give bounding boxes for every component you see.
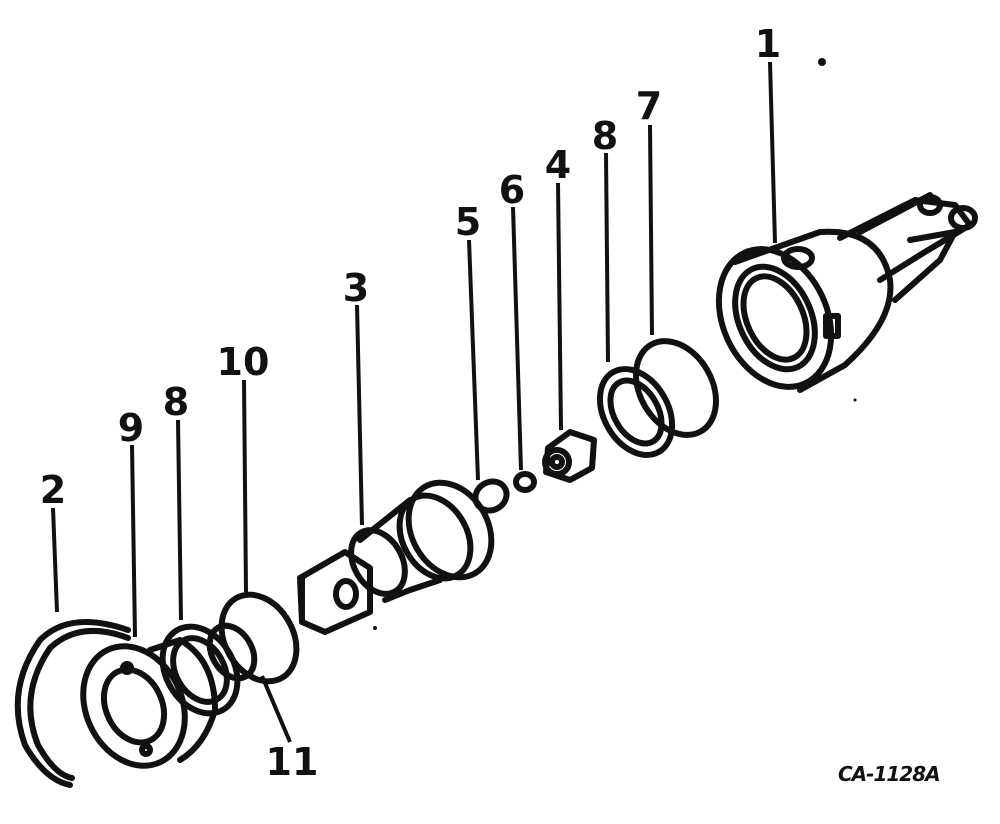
callout-part-9: 9 [117, 406, 145, 450]
callout-part-5: 5 [454, 200, 482, 244]
part-5-ring [472, 478, 510, 514]
callout-part-11: 11 [265, 740, 319, 784]
part-6-small-ring [513, 471, 537, 493]
part-2-snap-ring [14, 619, 131, 788]
callout-part-3: 3 [342, 266, 370, 310]
part-4-nut [542, 429, 597, 483]
drawing-code: CA-1128A [838, 762, 941, 786]
part-1-housing [715, 192, 978, 393]
scan-speck [373, 626, 377, 630]
callout-part-4: 4 [544, 143, 572, 187]
callout-part-6: 6 [498, 168, 526, 212]
callout-part-8-lower: 8 [162, 380, 190, 424]
callout-part-8-upper: 8 [591, 114, 619, 158]
part-9-gland [80, 637, 218, 769]
callout-part-7: 7 [635, 84, 663, 128]
scan-speck [818, 58, 826, 66]
part-7-ring [633, 338, 719, 438]
part-8-upper-ring [596, 366, 676, 458]
callout-part-2: 2 [39, 468, 67, 512]
part-3-shaft [297, 479, 495, 635]
callout-part-10: 10 [216, 340, 270, 384]
leader-lines [51, 61, 777, 743]
callout-part-1: 1 [754, 22, 782, 66]
part-11-ring [206, 622, 258, 682]
scan-speck [853, 398, 857, 402]
part-10-ring [218, 591, 300, 685]
